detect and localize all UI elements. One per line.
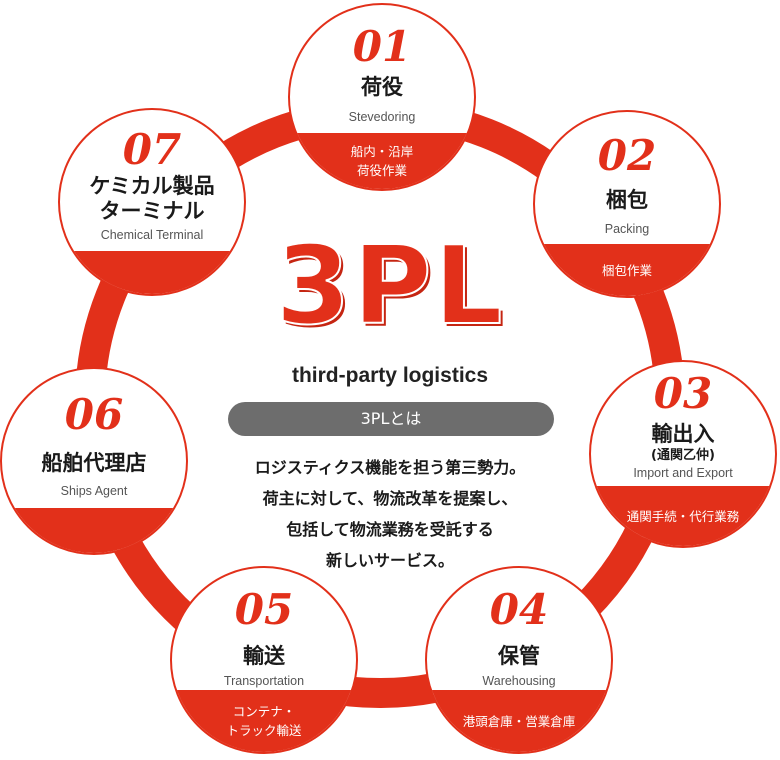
node-number: 02 [597,131,657,180]
description-line: 荷主に対して、物流改革を提案し、 [262,489,518,508]
node-title: ターミナル [99,199,205,223]
node-english: Ships Agent [60,484,128,498]
node-import-export: 03 輸出入 (通関乙仲) Import and Export 通関手続・代行業… [589,360,777,548]
node-english: Stevedoring [348,110,416,124]
what-is-3pl-pill: 3PLとは [228,402,554,436]
node-number: 07 [122,125,182,174]
node-title: 輸送 [243,644,285,668]
node-title: 輸出入 [651,422,715,446]
node-title: 梱包 [606,188,648,212]
task-line: 船内・沿岸 [350,144,414,159]
node-ships-agent: 06 船舶代理店 Ships Agent [0,367,188,555]
task-line: 荷役作業 [356,163,407,178]
node-chemical-terminal: 07 ケミカル製品 ターミナル Chemical Terminal [58,108,246,296]
task-line: 港頭倉庫・営業倉庫 [462,713,576,729]
description-line: 新しいサービス。 [325,551,454,570]
node-number: 05 [234,585,294,634]
node-task-band: 港頭倉庫・営業倉庫 [427,690,611,752]
task-line: 通関手続・代行業務 [626,508,740,524]
node-title: 荷役 [361,75,403,99]
node-task-band: コンテナ・ トラック輸送 [172,690,356,752]
node-english: Chemical Terminal [100,228,204,242]
node-task-band [60,251,244,294]
node-english: Packing [604,222,650,236]
tagline: third-party logistics [291,364,489,387]
node-warehousing: 04 保管 Warehousing 港頭倉庫・営業倉庫 [425,566,613,754]
node-packing: 02 梱包 Packing 梱包作業 [533,110,721,298]
node-number: 04 [489,585,549,634]
description: ロジスティクス機能を担う第三勢力。 荷主に対して、物流改革を提案し、 包括して物… [0,452,780,576]
node-english: Warehousing [482,674,556,688]
task-line: トラック輸送 [226,723,302,738]
node-title: ケミカル製品 [89,174,215,198]
description-line: 包括して物流業務を受託する [286,520,494,539]
node-stevedoring: 01 荷役 Stevedoring 船内・沿岸 荷役作業 [288,3,476,191]
description-line: ロジスティクス機能を担う第三勢力。 [254,458,526,477]
node-task-band: 梱包作業 [535,244,719,296]
node-task-band [2,508,186,553]
node-task-band: 通関手続・代行業務 [591,486,775,546]
node-number: 03 [653,369,713,418]
task-line: 梱包作業 [601,262,652,278]
node-task-band: 船内・沿岸 荷役作業 [290,133,474,189]
node-title: 保管 [498,644,540,668]
node-number: 01 [352,22,412,71]
node-title: 船舶代理店 [41,451,147,475]
node-english: Import and Export [633,466,733,480]
node-english: Transportation [223,674,305,688]
node-number: 06 [64,390,124,439]
task-line: コンテナ・ [232,704,296,719]
node-transportation: 05 輸送 Transportation コンテナ・ トラック輸送 [170,566,358,754]
title-3pl: 3PL [274,223,505,350]
node-subtitle: (通関乙仲) [651,448,715,463]
